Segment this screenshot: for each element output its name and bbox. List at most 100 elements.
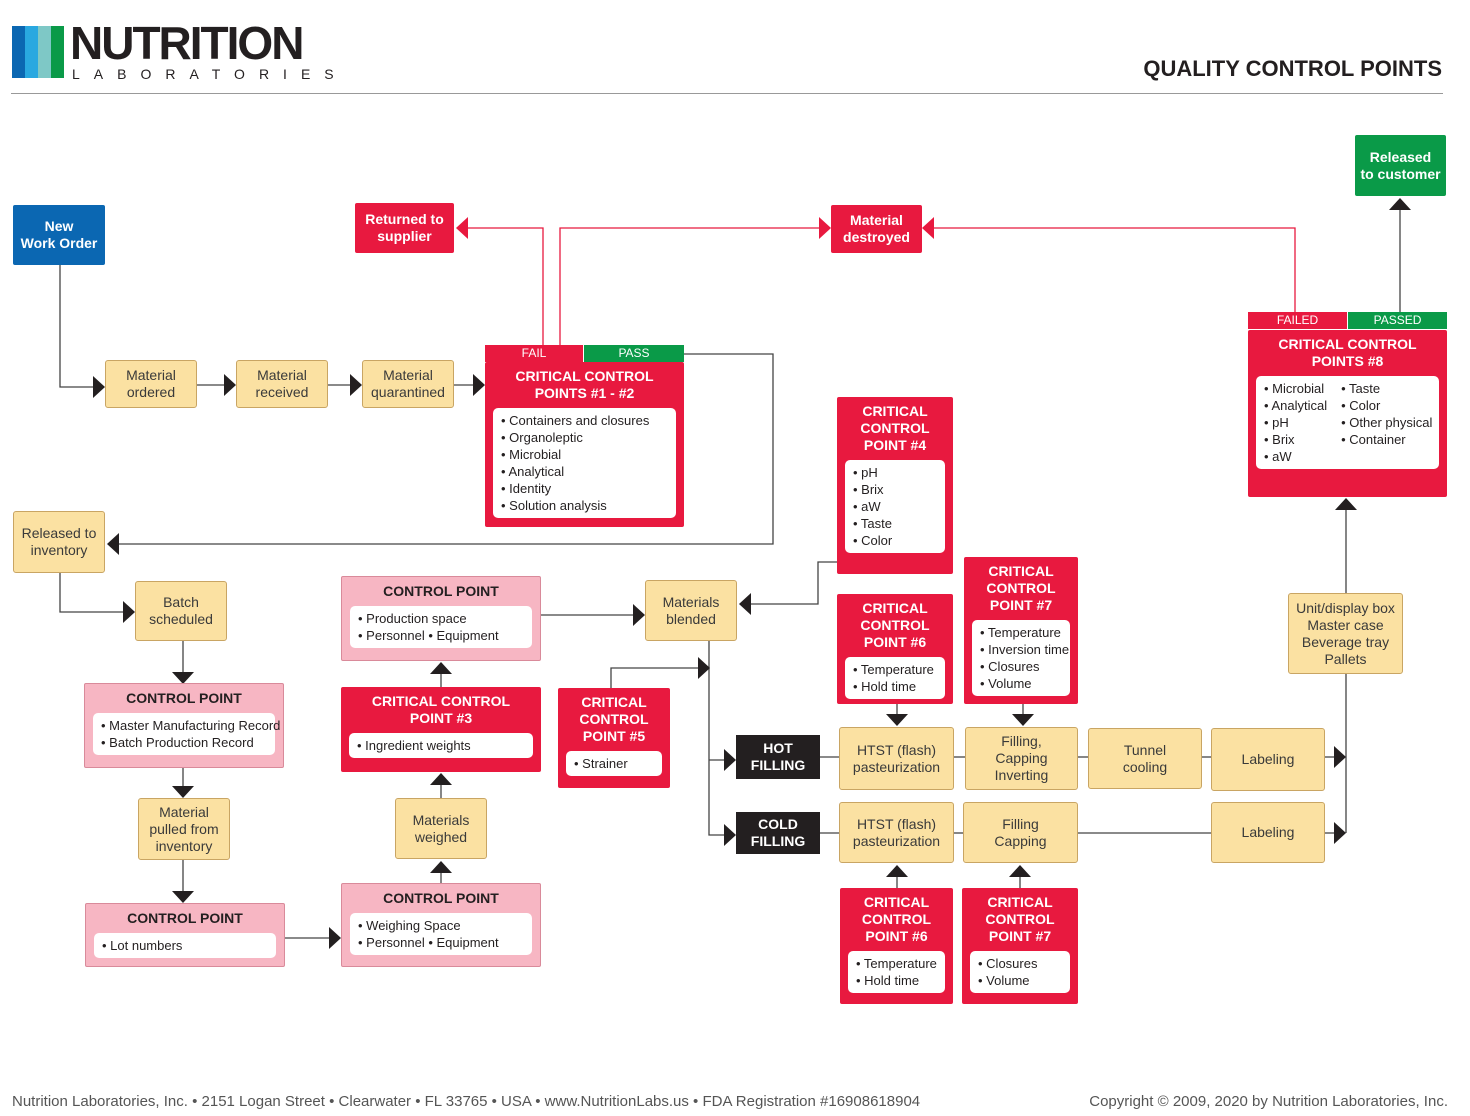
material-quarantined-node: Material quarantined — [362, 360, 454, 408]
criteria-item: • Hold time — [856, 973, 920, 988]
new-work-order-node: New Work Order — [13, 205, 105, 265]
criteria-column: • Strainer — [574, 755, 628, 772]
logo-bar — [25, 26, 38, 78]
logo-bar — [51, 26, 64, 78]
criteria-list: • Temperature • Hold time — [848, 951, 945, 993]
node-title: Filling Capping — [994, 815, 1047, 849]
criteria-column: • Temperature• Hold time — [853, 661, 934, 695]
logo-bar — [12, 26, 25, 78]
ccp3-node: CRITICAL CONTROL POINT #3• Ingredient we… — [341, 687, 541, 772]
page-title: QUALITY CONTROL POINTS — [1143, 56, 1442, 81]
criteria-item: • Personnel • Equipment — [358, 935, 499, 950]
criteria-list: • pH • Brix • aW • Taste • Color — [845, 460, 945, 553]
criteria-item: • Lot numbers — [102, 938, 183, 953]
criteria-column: • pH • Brix • aW • Taste • Color — [853, 464, 892, 549]
node-title: CRITICAL CONTROL POINT #6 — [860, 600, 930, 650]
node-title: CONTROL POINT — [127, 910, 243, 926]
logo-mark — [12, 26, 64, 78]
criteria-item: • aW — [1264, 449, 1292, 464]
node-title: CONTROL POINT — [126, 690, 242, 706]
node-title: Filling, Capping Inverting — [994, 733, 1049, 783]
criteria-item: • aW — [853, 499, 881, 514]
ccp8-node: CRITICAL CONTROL POINTS #8• Microbial• A… — [1248, 330, 1447, 497]
node-title: CRITICAL CONTROL POINT #3 — [371, 693, 511, 726]
criteria-item: • Closures — [980, 659, 1040, 674]
node-title: HOT FILLING — [750, 740, 806, 773]
ccp6-top-node: CRITICAL CONTROL POINT #6 • Temperature• … — [837, 594, 953, 704]
criteria-column: • Temperature • Inversion time • Closures •… — [980, 624, 1069, 692]
criteria-item: • Production space — [358, 611, 467, 626]
criteria-item: • Container — [1341, 432, 1406, 447]
node-title: CRITICAL CONTROL POINT #7 — [986, 563, 1056, 613]
criteria-item: • Personnel • Equipment — [358, 628, 499, 643]
criteria-column: • Closures• Volume — [978, 955, 1037, 989]
criteria-item: • Color — [1341, 398, 1381, 413]
criteria-list: • Strainer — [566, 751, 662, 776]
criteria-item: • Solution analysis — [501, 498, 607, 513]
criteria-item: • Batch Production Record — [101, 735, 254, 750]
criteria-item: • Taste — [1341, 381, 1381, 396]
criteria-list: • Temperature• Hold time — [845, 657, 945, 699]
criteria-item: • Inversion time — [980, 642, 1070, 657]
node-title: CONTROL POINT — [383, 890, 499, 906]
criteria-item: • Color — [853, 533, 893, 548]
criteria-item: • Brix — [853, 482, 884, 497]
criteria-item: • Weighing Space — [358, 918, 461, 933]
filling-capping-node: Filling Capping — [963, 802, 1078, 863]
ccp5-node: CRITICAL CONTROL POINT #5• Strainer — [558, 688, 670, 788]
criteria-item: • pH — [1264, 415, 1289, 430]
ccp12-node: CRITICAL CONTROL POINTS #1 - #2• Contain… — [485, 362, 684, 527]
criteria-item: • pH — [853, 465, 878, 480]
criteria-list: • Weighing Space • Personnel • Equipment — [350, 913, 532, 955]
ccp6-bottom-node: CRITICAL CONTROL POINT #6• Temperature• … — [840, 888, 953, 1004]
ccp4-node: CRITICAL CONTROL POINT #4• pH• Brix• aW•… — [837, 397, 953, 574]
criteria-column: • Temperature • Hold time — [856, 955, 937, 989]
passed-tab: PASSED — [1348, 312, 1447, 329]
criteria-list: • Containers and closures• Organoleptic•… — [493, 408, 676, 518]
materials-blended-node: Materials blended — [645, 580, 737, 641]
node-title: CRITICAL CONTROL POINT #6 — [861, 894, 932, 944]
criteria-item: • Volume — [980, 676, 1032, 691]
pass-tab: PASS — [584, 345, 684, 362]
criteria-item: • Strainer — [574, 756, 628, 771]
node-title: Labeling — [1241, 824, 1295, 840]
material-destroyed-node: Material destroyed — [831, 205, 922, 253]
criteria-list: • Temperature • Inversion time • Closures •… — [972, 620, 1070, 696]
node-title: Labeling — [1241, 751, 1295, 767]
node-title: New Work Order — [20, 218, 98, 251]
criteria-item: • Master Manufacturing Record — [101, 718, 281, 733]
node-title: Batch scheduled — [149, 594, 213, 627]
ccp7-bottom-node: CRITICAL CONTROL POINT #7• Closures• Vol… — [962, 888, 1078, 1004]
criteria-item: • Temperature — [980, 625, 1061, 640]
released-to-inventory-node: Released to inventory — [13, 511, 105, 573]
criteria-column: • Master Manufacturing Record • Batch Pro… — [101, 717, 280, 751]
node-title: Materials blended — [662, 593, 720, 627]
ccp7-top-node: CRITICAL CONTROL POINT #7• Temperature• … — [964, 557, 1078, 704]
cold-filling-node: COLD FILLING — [736, 812, 820, 854]
criteria-list: • Production space • Personnel • Equipmen… — [350, 606, 532, 648]
criteria-item: • Closures — [978, 956, 1038, 971]
node-title: Released to customer — [1360, 148, 1441, 182]
node-title: Released to inventory — [21, 525, 97, 558]
cp-records-node: CONTROL POINT • Master Manufacturing Reco… — [84, 683, 284, 768]
node-title: Material received — [255, 367, 309, 400]
node-title: CONTROL POINT — [383, 583, 499, 599]
batch-scheduled-node: Batch scheduled — [135, 581, 227, 641]
criteria-item: • Taste — [853, 516, 892, 531]
criteria-item: • Temperature — [856, 956, 937, 971]
footer-copyright: Copyright © 2009, 2020 by Nutrition Labo… — [1089, 1093, 1448, 1110]
filling-capping-inverting-node: Filling, Capping Inverting — [965, 727, 1078, 790]
criteria-column: • Production space • Personnel • Equipmen… — [358, 610, 499, 644]
cp-weighing-node: CONTROL POINT • Weighing Space • Personnel… — [341, 883, 541, 967]
node-title: CRITICAL CONTROL POINTS #8 — [1278, 336, 1417, 369]
released-to-customer-node: Released to customer — [1355, 135, 1446, 196]
material-ordered-node: Material ordered — [105, 360, 197, 408]
criteria-item: • Temperature — [853, 662, 934, 677]
node-title: Material quarantined — [371, 367, 445, 400]
cp-lot-node: CONTROL POINT • Lot numbers — [85, 903, 285, 967]
criteria-item: • Brix — [1264, 432, 1295, 447]
node-title: COLD FILLING — [750, 816, 806, 849]
logo-wordmark: NUTRITION — [70, 17, 304, 69]
